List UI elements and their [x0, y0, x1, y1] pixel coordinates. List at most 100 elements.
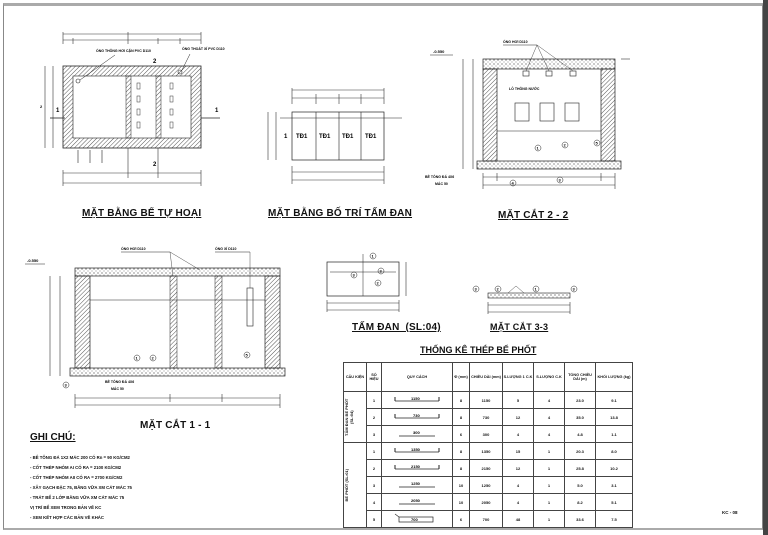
- svg-text:TĐ1: TĐ1: [342, 134, 354, 140]
- svg-text:TĐ1: TĐ1: [365, 134, 377, 140]
- bar-shape: 700: [381, 510, 453, 528]
- svg-text:MÁC 50: MÁC 50: [111, 386, 124, 391]
- title-plan-cover-slabs: MẶT BẰNG BỐ TRÍ TẤM ĐAN: [268, 208, 413, 219]
- bar-qty-members: 1: [533, 476, 565, 494]
- bar-total-len: 4.8: [564, 425, 596, 443]
- svg-text:-0.550: -0.550: [433, 49, 445, 54]
- svg-text:3: 3: [559, 178, 562, 183]
- plan-cover-slabs-drawing: 1 TĐ1 TĐ1 TĐ1 TĐ1: [267, 88, 402, 184]
- svg-text:1: 1: [284, 134, 288, 140]
- svg-text:2: 2: [564, 143, 567, 148]
- bar-length: 1250: [469, 476, 503, 494]
- svg-text:ỐNG HƠI D110: ỐNG HƠI D110: [121, 246, 146, 251]
- bar-qty-per: 4: [502, 425, 534, 443]
- plan-septic-drawing: 2 1 1 2 2 ỐNG THÔNG HƠI CẶN PVC D110 ỐNG…: [40, 32, 225, 186]
- bar-total-len: 5.0: [564, 476, 596, 494]
- bar-length: 730: [469, 408, 503, 426]
- note-item: - CỐT THÉP NHÓM AI CÓ RA = 2100 KG/CM2: [30, 465, 122, 470]
- title-cover-slab: TẤM ĐAN (SL:04): [352, 322, 441, 333]
- svg-text:2: 2: [377, 281, 380, 286]
- bar-qty-per: 12: [502, 408, 534, 426]
- bar-dia: 8: [452, 408, 470, 426]
- bar-weight: 9.1: [595, 391, 633, 409]
- bar-weight: 1.1: [595, 425, 633, 443]
- bar-dia: 8: [452, 459, 470, 477]
- svg-text:1: 1: [56, 108, 60, 114]
- cover-slab-quantity: (SL:04): [405, 322, 441, 333]
- bar-qty-per: 15: [502, 442, 534, 460]
- bar-weight: 10.2: [595, 459, 633, 477]
- table-header-row: CẤU KIỆN SỐ HIỆU QUY CÁCH Φ (mm) CHIỀU D…: [343, 362, 633, 392]
- svg-text:2050: 2050: [411, 498, 421, 503]
- title-section-3-3: MẶT CẮT 3-3: [490, 322, 549, 332]
- bar-qty-members: 4: [533, 408, 565, 426]
- note-item: - CỐT THÉP NHÓM AII CÓ RA = 2700 KG/CM2: [30, 475, 123, 480]
- svg-text:5: 5: [246, 353, 249, 358]
- bar-weight: 13.8: [595, 408, 633, 426]
- bar-qty-members: 1: [533, 493, 565, 511]
- col-header: QUY CÁCH: [381, 362, 453, 392]
- bar-weight: 5.1: [595, 493, 633, 511]
- bar-dia: 8: [452, 391, 470, 409]
- svg-text:3: 3: [475, 287, 478, 292]
- svg-text:1: 1: [537, 146, 540, 151]
- notes-list: - BÊ TÔNG ĐÁ 1X2 MÁC 200 CÓ Rn = 90 KG/C…: [30, 453, 230, 523]
- svg-text:BÊ TÔNG ĐÁ 4X6: BÊ TÔNG ĐÁ 4X6: [425, 174, 454, 179]
- bar-no: 1: [366, 391, 382, 409]
- cover-slab-title-text: TẤM ĐAN: [352, 322, 400, 333]
- bar-shape: 2050: [381, 493, 453, 511]
- table-row: 2 2150 8 2150 12 1 25.8 10.2: [344, 459, 633, 477]
- col-header: TỔNG CHIỀU DÀI (m): [564, 362, 596, 392]
- svg-text:3: 3: [353, 273, 356, 278]
- bar-qty-per: 5: [502, 391, 534, 409]
- bar-shape: 1250: [381, 476, 453, 494]
- bar-dia: 6: [452, 425, 470, 443]
- bar-length: 300: [469, 425, 503, 443]
- svg-text:2150: 2150: [411, 464, 421, 469]
- svg-text:ỐNG XÍ D110: ỐNG XÍ D110: [215, 246, 236, 251]
- svg-text:5: 5: [596, 141, 599, 146]
- notes-heading: GHI CHÚ:: [30, 432, 76, 443]
- bar-total-len: 23.0: [564, 391, 596, 409]
- svg-text:2: 2: [497, 287, 500, 292]
- bar-qty-per: 12: [502, 459, 534, 477]
- svg-text:ỐNG HƠI D110: ỐNG HƠI D110: [503, 39, 528, 44]
- svg-text:730: 730: [413, 413, 420, 418]
- svg-text:2: 2: [40, 104, 43, 109]
- svg-text:1: 1: [136, 356, 139, 361]
- bar-total-len: 33.6: [564, 510, 596, 528]
- bar-length: 700: [469, 510, 503, 528]
- title-section-1-1: MẶT CẮT 1 - 1: [140, 420, 211, 431]
- col-header: S.LƯỢNG 1 C.K: [502, 362, 534, 392]
- section-1-1-drawing: -0.550 ỐNG HƠI D110 ỐNG XÍ D110 BÊ TÔNG …: [25, 246, 286, 408]
- cover-slab-drawing: 1 2 3 3: [326, 252, 407, 312]
- table-row: TẤM ĐAN BỂ PHỐT (SL:04) 1 1150 8 1150 5 …: [343, 391, 633, 443]
- bar-no: 4: [366, 493, 382, 511]
- bar-weight: 7.5: [595, 510, 633, 528]
- svg-text:700: 700: [411, 517, 418, 522]
- svg-text:TĐ1: TĐ1: [296, 134, 308, 140]
- svg-text:3: 3: [65, 383, 68, 388]
- table-row: 3 1250 10 1250 4 1 5.0 3.1: [344, 476, 633, 494]
- bar-no: 2: [366, 408, 382, 426]
- svg-text:1350: 1350: [411, 447, 421, 452]
- bar-no: 1: [366, 442, 382, 460]
- bar-qty-per: 4: [502, 493, 534, 511]
- svg-text:1250: 1250: [411, 481, 421, 486]
- svg-text:ỐNG THOÁT XÍ PVC D110: ỐNG THOÁT XÍ PVC D110: [182, 46, 225, 51]
- col-header: KHỐI LƯỢNG (kg): [595, 362, 633, 392]
- section-3-3-drawing: 3 2 1 3: [472, 285, 578, 314]
- bar-no: 5: [366, 510, 382, 528]
- bar-qty-per: 48: [502, 510, 534, 528]
- bar-length: 1350: [469, 442, 503, 460]
- bar-weight: 3.1: [595, 476, 633, 494]
- svg-text:1150: 1150: [411, 396, 420, 401]
- title-section-2-2: MẶT CẮT 2 - 2: [498, 210, 569, 221]
- bar-length: 2150: [469, 459, 503, 477]
- bar-dia: 10: [452, 493, 470, 511]
- bar-shape: 730: [381, 408, 453, 426]
- table-row: 5 700 6 700 48 1 33.6 7.5: [344, 510, 633, 528]
- member-cell: BỂ PHỐT (SL:01): [343, 442, 367, 528]
- bar-total-len: 35.0: [564, 408, 596, 426]
- col-header: Φ (mm): [452, 362, 470, 392]
